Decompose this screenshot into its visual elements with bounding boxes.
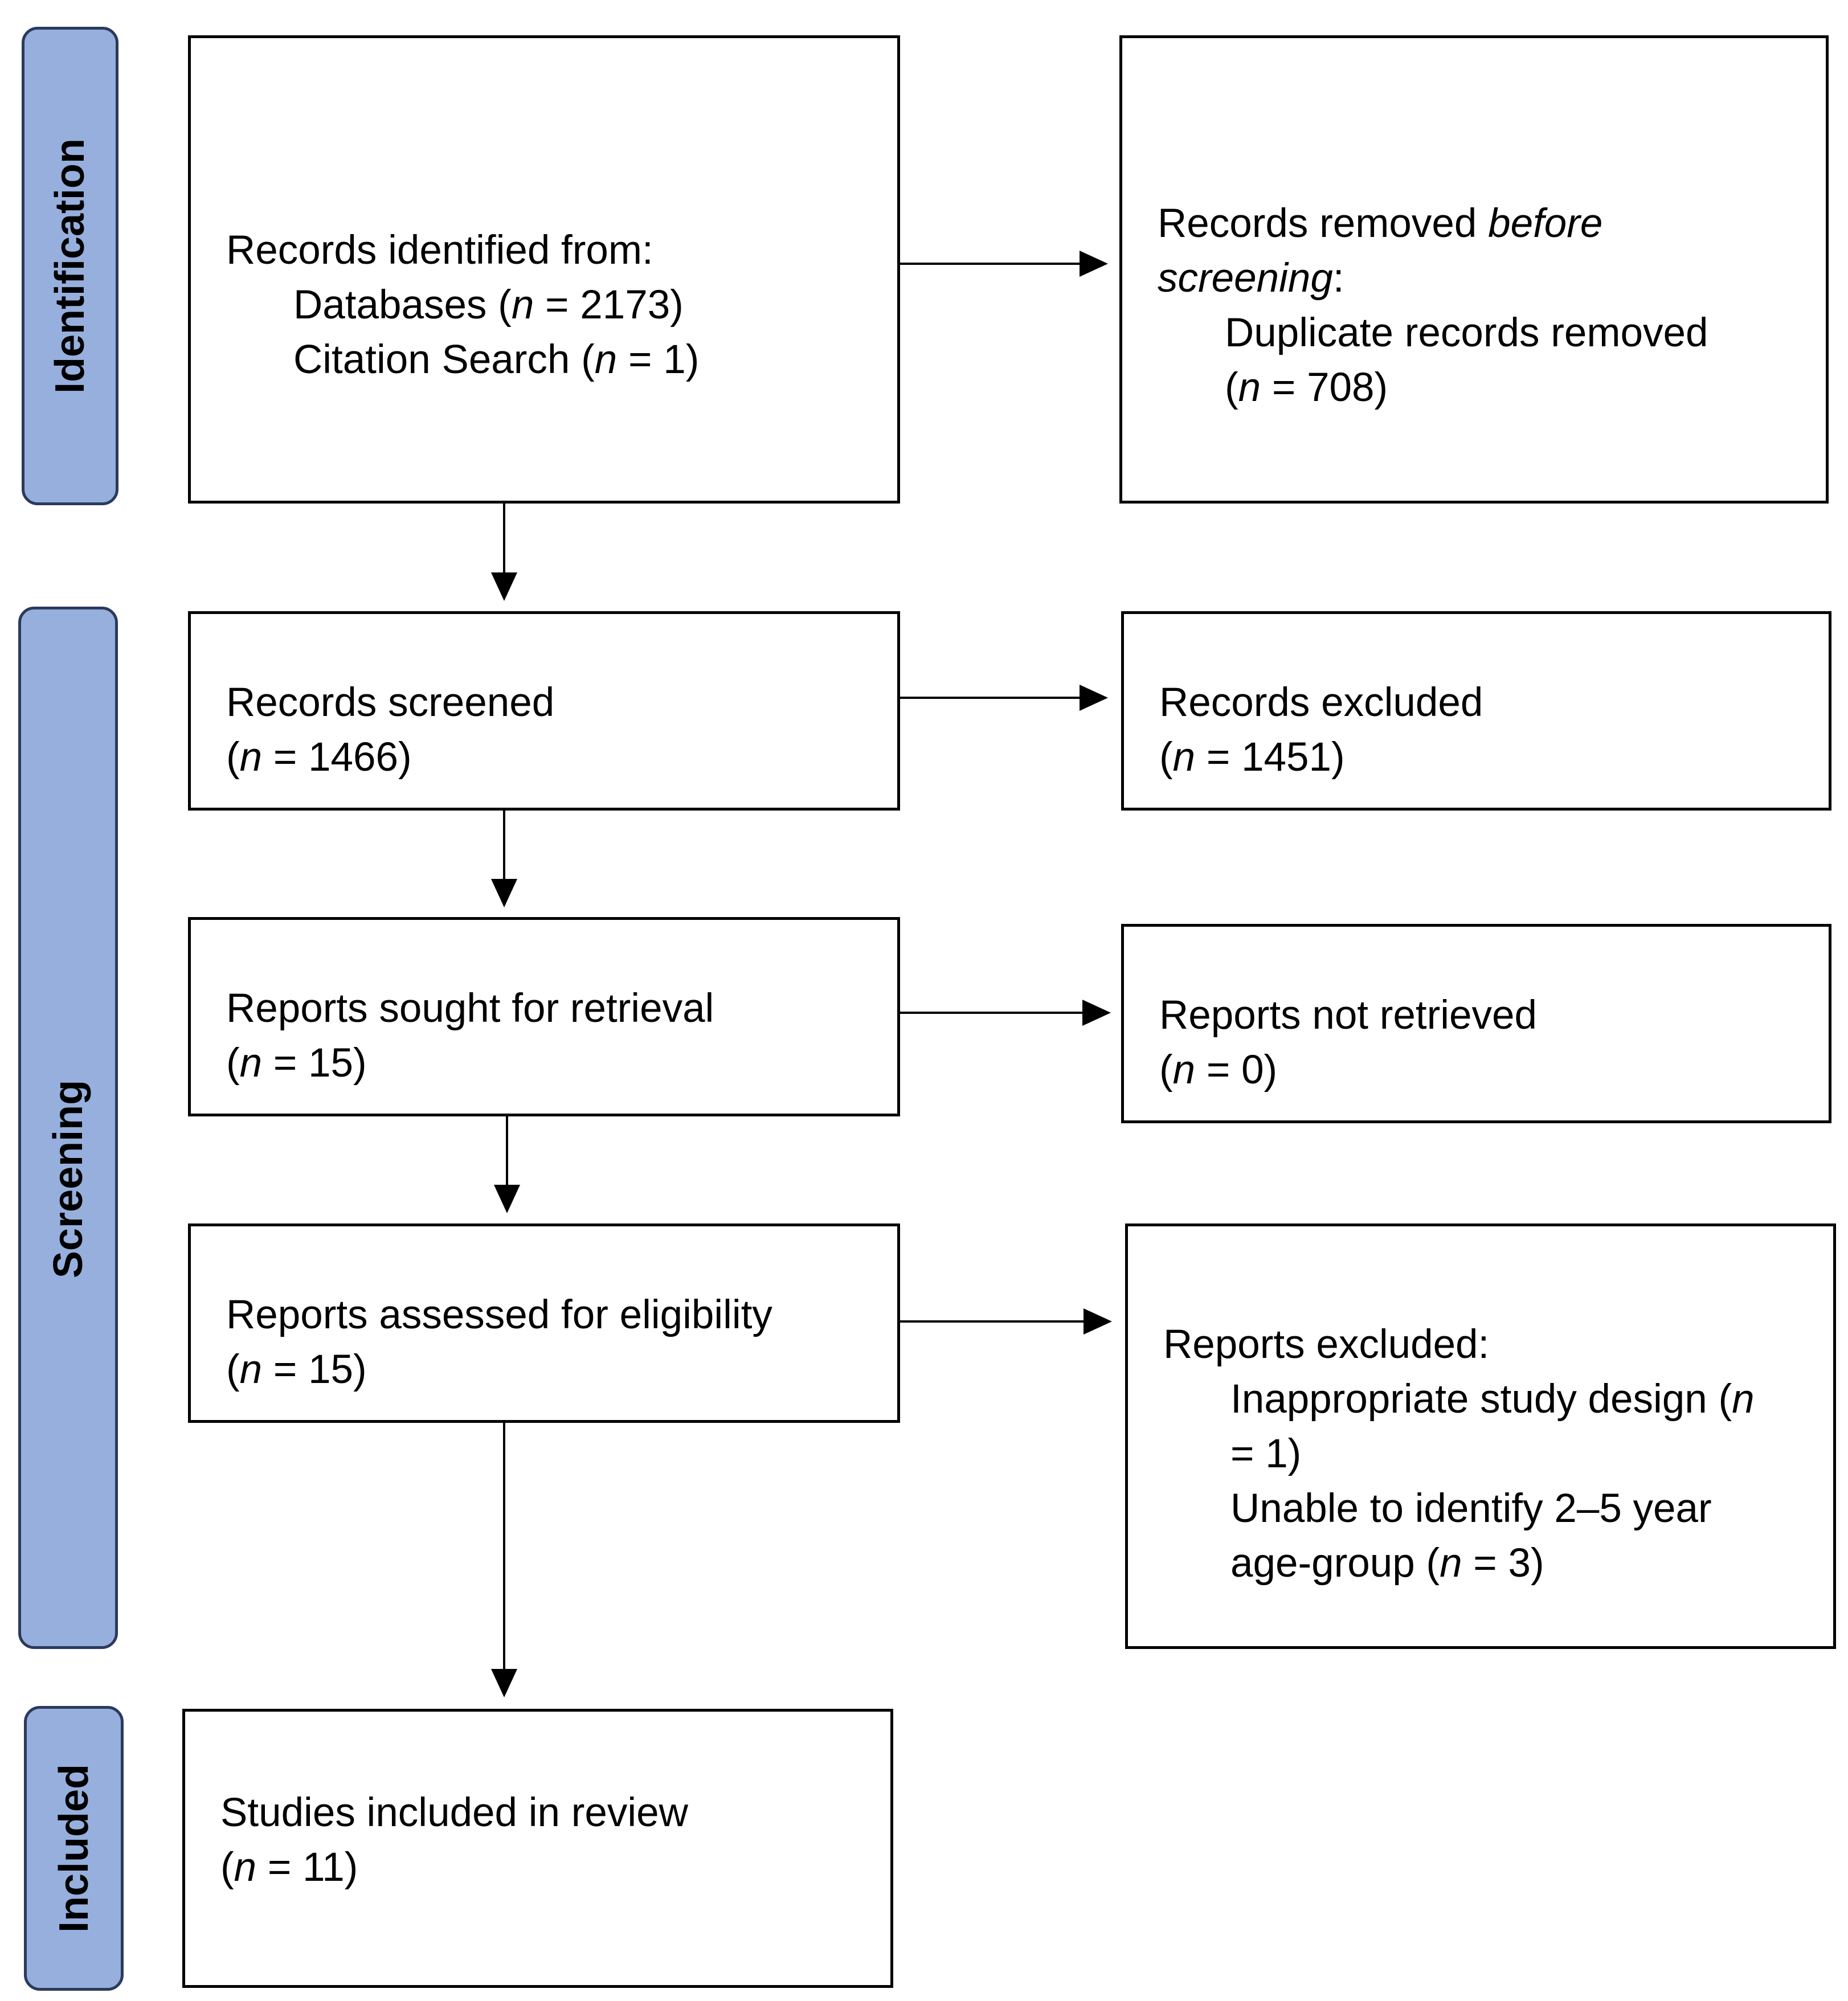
studies-included-count: (n = 11) — [220, 1845, 358, 1890]
arrowhead-removed — [1080, 251, 1108, 277]
records-excluded-title: Records excluded — [1159, 680, 1483, 725]
reports-assessed-title: Reports assessed for eligibility — [226, 1292, 772, 1337]
duplicate-records-label: Duplicate records removed — [1225, 310, 1708, 355]
records-removed-box: Records removed before screening: Duplic… — [1119, 35, 1829, 504]
reports-sought-box: Reports sought for retrieval (n = 15) — [188, 917, 900, 1116]
studies-included-title: Studies included in review — [220, 1790, 688, 1835]
databases-count: Databases (n = 2173) — [293, 283, 684, 328]
reports-not-retrieved-count: (n = 0) — [1159, 1047, 1278, 1092]
reports-excluded-box: Reports excluded: Inappropriate study de… — [1125, 1223, 1836, 1649]
arrowhead-excluded — [1080, 685, 1108, 711]
arrowhead-screened — [491, 572, 517, 601]
records-removed-title-cont: screening: — [1158, 256, 1344, 301]
reports-not-retrieved-title: Reports not retrieved — [1159, 993, 1537, 1038]
records-identified-title: Records identified from: — [226, 228, 653, 273]
reports-sought-title: Reports sought for retrieval — [226, 986, 714, 1031]
stage-identification: Identification — [22, 27, 118, 505]
reason-age-group: Unable to identify 2–5 year — [1230, 1486, 1712, 1531]
reports-assessed-box: Reports assessed for eligibility (n = 15… — [188, 1223, 900, 1423]
stage-included-label: Included — [51, 1763, 97, 1933]
stage-screening-label: Screening — [45, 1079, 91, 1279]
arrowhead-not-retrieved — [1082, 1000, 1111, 1026]
arrowhead-assessed — [494, 1185, 520, 1213]
records-screened-box: Records screened (n = 1466) — [188, 611, 900, 811]
stage-identification-label: Identification — [47, 138, 93, 394]
records-excluded-count: (n = 1451) — [1159, 735, 1345, 780]
reports-assessed-count: (n = 15) — [226, 1347, 367, 1392]
records-removed-title: Records removed before — [1158, 201, 1603, 246]
studies-included-box: Studies included in review (n = 11) — [182, 1709, 893, 1988]
reports-excluded-title: Reports excluded: — [1163, 1322, 1490, 1367]
reason-study-design: Inappropriate study design (n — [1230, 1377, 1755, 1422]
records-excluded-box: Records excluded (n = 1451) — [1121, 611, 1831, 811]
reports-not-retrieved-box: Reports not retrieved (n = 0) — [1121, 924, 1831, 1123]
duplicate-records-count: (n = 708) — [1225, 365, 1388, 410]
arrowhead-reports-excluded — [1084, 1308, 1112, 1335]
reports-sought-count: (n = 15) — [226, 1041, 367, 1086]
arrowhead-included — [491, 1669, 517, 1697]
citation-search-count: Citation Search (n = 1) — [293, 337, 700, 382]
arrowhead-sought — [491, 879, 517, 907]
records-screened-title: Records screened — [226, 680, 555, 725]
reason-age-group-count: age-group (n = 3) — [1230, 1541, 1544, 1586]
records-identified-box: Records identified from: Databases (n = … — [188, 35, 900, 504]
reason-study-design-count: = 1) — [1230, 1431, 1302, 1476]
stage-included: Included — [24, 1706, 124, 1991]
stage-screening: Screening — [18, 607, 118, 1649]
records-screened-count: (n = 1466) — [226, 735, 412, 780]
